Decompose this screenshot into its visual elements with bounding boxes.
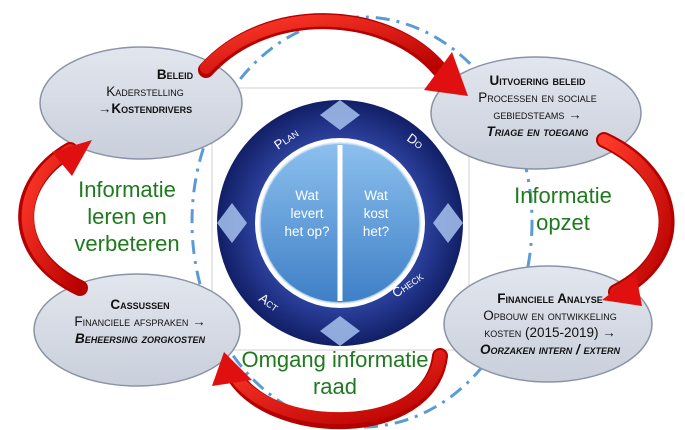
cassussen-line1: Financiele afspraken → bbox=[74, 314, 206, 329]
arrow-left bbox=[21, 144, 86, 294]
label-bottom-line1: Omgang informatie bbox=[241, 347, 429, 372]
center-right-line2: kost bbox=[364, 206, 389, 221]
beleid-title: Beleid bbox=[156, 67, 194, 82]
arrow-bottom bbox=[226, 350, 446, 425]
arrow-top bbox=[200, 14, 446, 74]
beleid-oval bbox=[39, 46, 243, 160]
beleid-line1: Kaderstelling bbox=[106, 84, 184, 99]
cassussen-title: Cassussen bbox=[110, 297, 170, 312]
cassussen-oval bbox=[33, 273, 241, 387]
label-bottom-line2: raad bbox=[312, 374, 358, 399]
financiele-oval bbox=[443, 265, 653, 383]
label-left-line1: Informatie bbox=[78, 177, 176, 202]
chevron-top-icon bbox=[320, 100, 360, 130]
arrow-right bbox=[598, 134, 671, 298]
financiele-text: Financiele Analyse Opbouw en ontwikkelin… bbox=[460, 290, 640, 358]
uitvoering-title: Uitvoering beleid bbox=[489, 73, 586, 88]
uitvoering-line2: gebiedsteams → bbox=[493, 107, 582, 122]
label-right-line1: Informatie bbox=[514, 183, 612, 208]
financiele-title: Financiele Analyse bbox=[497, 291, 603, 306]
pdca-center-rim-right bbox=[339, 142, 421, 304]
uitvoering-text: Uitvoering beleid Processen en sociale g… bbox=[455, 72, 620, 140]
uitvoering-line1: Processen en sociale bbox=[478, 90, 597, 105]
chevron-right-icon bbox=[433, 203, 463, 243]
beleid-text: Beleid Kaderstelling →Kostendrivers bbox=[60, 66, 230, 117]
chevron-bottom-icon bbox=[320, 316, 360, 346]
uitvoering-line3: Triage en toegang bbox=[486, 124, 589, 139]
label-right: Informatie opzet bbox=[498, 182, 628, 236]
chevron-left-icon bbox=[217, 203, 247, 243]
label-left-line3: verbeteren bbox=[74, 231, 180, 256]
information-loop-dashed bbox=[190, 15, 534, 429]
arrow-top-head-icon bbox=[424, 52, 468, 96]
beleid-line2: →Kostendrivers bbox=[97, 101, 193, 116]
financiele-line3: Oorzaken intern / extern bbox=[479, 342, 620, 357]
cassussen-line2: Beheersing zorgkosten bbox=[74, 331, 205, 346]
red-cycle-arrows bbox=[18, 13, 675, 429]
center-left-line1: Wat bbox=[295, 188, 319, 203]
center-left-line2: levert bbox=[290, 206, 323, 221]
arrow-right-head-icon bbox=[602, 274, 642, 306]
label-right-line2: opzet bbox=[536, 210, 590, 235]
pdca-cycle: Plan Do Check Act Wat levert het op? Wat… bbox=[217, 100, 463, 346]
financiele-line2: kosten (2015-2019) → bbox=[484, 325, 616, 340]
center-left-line3: het op? bbox=[284, 224, 329, 239]
pdca-center-rim-left bbox=[259, 142, 341, 304]
center-right-line1: Wat bbox=[364, 188, 388, 203]
label-left: Informatie leren en verbeteren bbox=[52, 176, 202, 257]
arrow-bottom-head-icon bbox=[212, 352, 252, 386]
uitvoering-oval bbox=[430, 56, 642, 170]
center-right-line3: het? bbox=[363, 224, 389, 239]
label-bottom: Omgang informatie raad bbox=[225, 346, 445, 400]
arrow-left-head-icon bbox=[52, 140, 92, 176]
cassussen-text: Cassussen Financiele afspraken → Beheers… bbox=[50, 296, 230, 347]
label-left-line2: leren en bbox=[87, 204, 167, 229]
financiele-line1: Opbouw en ontwikkeling bbox=[483, 308, 617, 323]
